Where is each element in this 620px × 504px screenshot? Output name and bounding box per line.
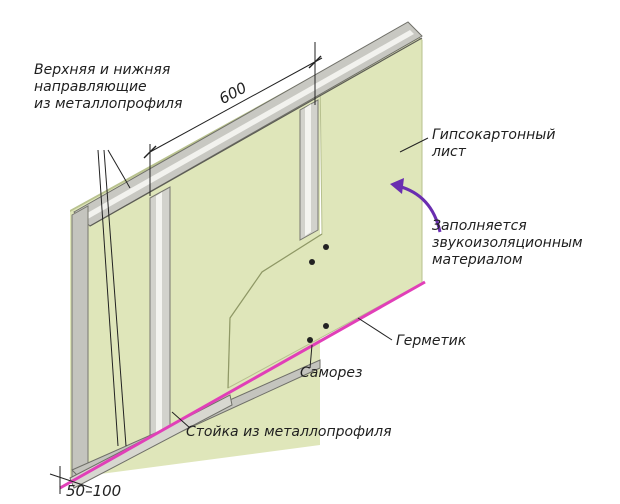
sealant-strip [59, 280, 426, 490]
fill-arrow-head [390, 178, 404, 194]
fill-arrow [397, 184, 442, 233]
dim-600-line [149, 57, 323, 153]
top-guide-edge [89, 37, 423, 227]
dim-600-slash-right [308, 55, 322, 69]
screw-2 [309, 259, 315, 265]
label-drywall-line-1: Гипсокартонный [432, 127, 556, 143]
dim-600-slash-left [143, 145, 157, 159]
screw-1 [323, 244, 329, 250]
dim-50-line [49, 473, 93, 489]
leader-guides-bottom-a [97, 149, 119, 447]
leader-guides-bottom-b [103, 149, 127, 447]
label-fill-line-1: Заполняется [432, 218, 527, 234]
end-stud [71, 205, 89, 481]
stud-middle-shine [305, 104, 311, 236]
label-fill-line-3: материалом [432, 252, 523, 268]
leader-guides-top [107, 149, 131, 189]
dimension-50-100: 50–100 [66, 482, 122, 500]
leader-stud [171, 411, 191, 429]
label-guides-line-1: Верхняя и нижняя [34, 62, 171, 78]
label-sealant: Герметик [396, 333, 467, 349]
leader-sealant [357, 317, 393, 341]
label-screw: Саморез [300, 365, 363, 381]
label-guides-line-2: направляющие [34, 79, 147, 95]
sheet-cut-edge [227, 233, 323, 389]
stud-left-shine [156, 192, 162, 441]
label-fill-line-2: звукоизоляционным [432, 235, 583, 251]
label-drywall-line-2: лист [432, 144, 466, 160]
label-drywall: Гипсокартонный лист [432, 127, 555, 161]
leader-screw [309, 344, 313, 369]
label-fill: Заполняется звукоизоляционным материалом [432, 218, 583, 269]
screw-3 [323, 323, 329, 329]
leader-drywall [399, 137, 429, 153]
screw-4 [307, 337, 313, 343]
top-guide-rail-shine [82, 30, 414, 220]
label-stud: Стойка из металлопрофиля [186, 424, 392, 440]
label-guides: Верхняя и нижняя направляющие из металло… [34, 62, 182, 113]
label-guides-line-3: из металлопрофиля [34, 96, 183, 112]
